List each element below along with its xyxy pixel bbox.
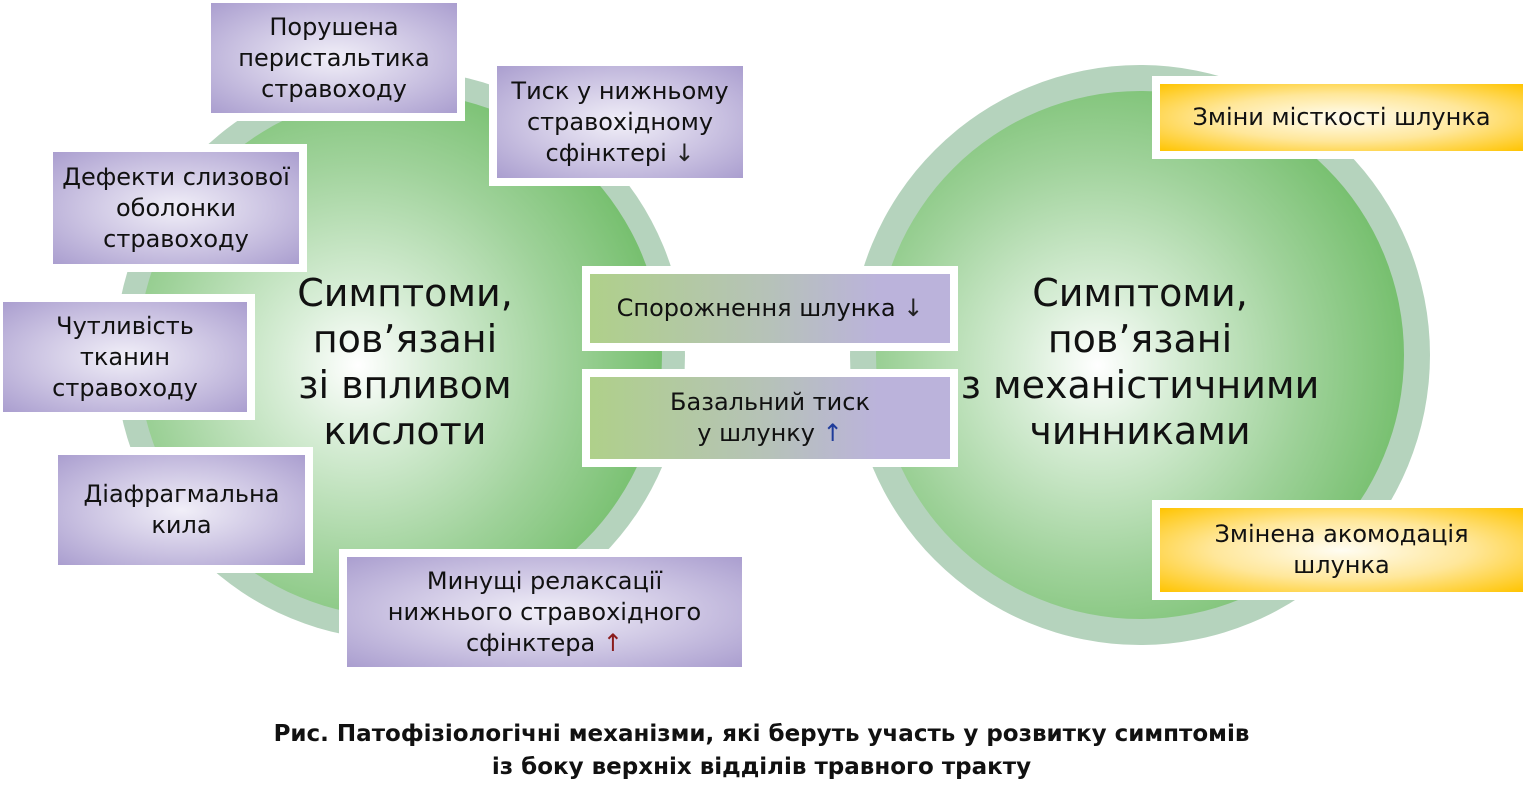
box-basal-pressure: Базальний тиск у шлунку ↑ <box>582 369 958 467</box>
box-hiatal-hernia: Діафрагмальна кила <box>50 447 313 573</box>
box-line: нижнього стравохідного <box>387 597 702 626</box>
box-line: стравохідному <box>526 107 714 136</box>
arrow-down-icon: ↓ <box>903 294 924 322</box>
title-line: пов’язані <box>312 317 498 361</box>
box-gastric-accommodation: Змінена акомодація шлунка <box>1152 500 1523 600</box>
caption-line: Рис. Патофізіологічні механізми, які бер… <box>273 721 1250 747</box>
title-line: з механістичними <box>960 363 1320 407</box>
figure-caption: Рис. Патофізіологічні механізми, які бер… <box>0 718 1523 784</box>
caption-line: із боку верхніх відділів травного тракту <box>491 754 1032 780</box>
box-line: стравоходу <box>261 74 407 103</box>
title-line: зі впливом <box>298 363 512 407</box>
arrow-down-icon: ↓ <box>674 138 695 167</box>
box-line: стравоходу <box>52 373 198 402</box>
title-line: кислоти <box>323 409 487 453</box>
box-line: Дефекти слизової <box>62 162 290 191</box>
title-line: Симптоми, <box>297 271 513 315</box>
box-line: Порушена <box>269 12 399 41</box>
box-line: Діафрагмальна <box>83 480 280 508</box>
arrow-up-icon: ↑ <box>602 628 623 657</box>
box-line: сфінктера <box>465 628 596 657</box>
box-line: Зміни місткості шлунка <box>1192 103 1491 131</box>
box-line: тканин <box>79 342 171 371</box>
title-line: пов’язані <box>1047 317 1233 361</box>
box-line: Тиск у нижньому <box>511 76 729 105</box>
left-circle-title: Симптоми, пов’язані зі впливом кислоти <box>250 270 560 454</box>
box-line: перистальтика <box>238 43 430 72</box>
arrow-up-icon: ↑ <box>822 419 843 447</box>
box-gastric-emptying: Спорожнення шлунка ↓ <box>582 266 958 351</box>
box-line: у шлунку <box>697 419 815 447</box>
title-line: Симптоми, <box>1032 271 1248 315</box>
box-line: шлунка <box>1293 551 1390 579</box>
box-line: Спорожнення шлунка <box>616 294 896 322</box>
box-line: Базальний тиск <box>670 388 870 416</box>
box-gastric-capacity: Зміни місткості шлунка <box>1152 76 1523 159</box>
title-line: чинниками <box>1029 409 1251 453</box>
box-line: Минущі релаксації <box>426 566 663 595</box>
right-circle-title: Симптоми, пов’язані з механістичними чин… <box>950 270 1330 454</box>
box-line: кила <box>151 511 212 539</box>
box-line: сфінктері <box>545 138 667 167</box>
box-line: оболонки <box>116 193 236 222</box>
box-line: Чутливість <box>56 311 194 340</box>
box-line: Змінена акомодація <box>1214 520 1469 548</box>
box-line: стравоходу <box>103 224 249 253</box>
